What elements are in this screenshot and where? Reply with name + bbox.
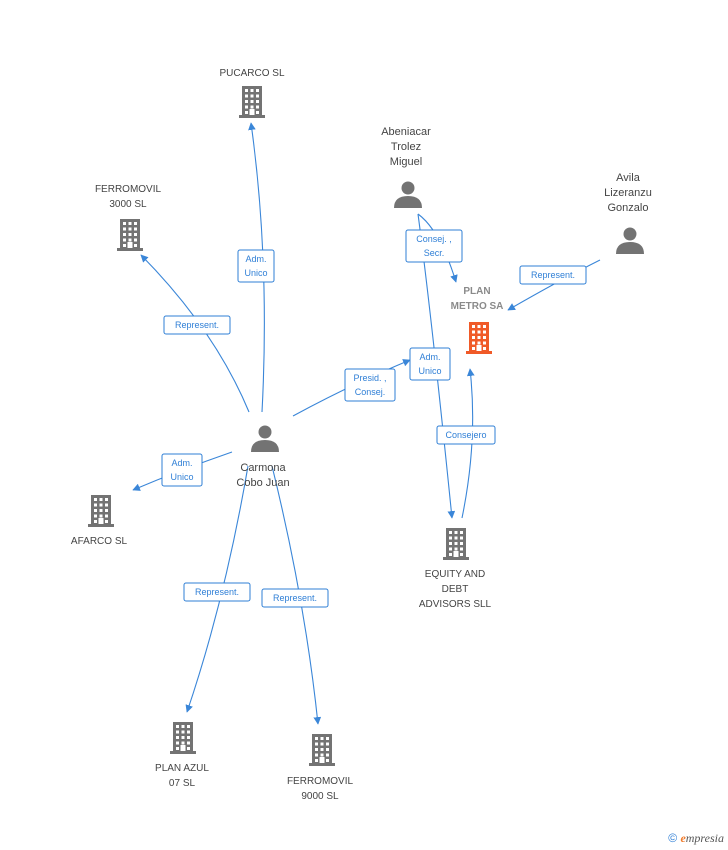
relation-box	[161, 453, 203, 487]
relation-text: Adm.	[245, 254, 266, 264]
relation-label[interactable]: Presid. , Consej.	[344, 368, 396, 402]
relation-text: Unico	[244, 268, 267, 278]
building-icon	[170, 722, 196, 754]
relation-label[interactable]: Adm. Unico	[409, 347, 451, 381]
node-label: 9000 SL	[301, 791, 339, 802]
node-label: FERROMOVIL	[95, 184, 162, 195]
brand-name: mpresia	[685, 831, 724, 845]
relation-text: Consej. ,	[416, 234, 452, 244]
node-label: AFARCO SL	[71, 536, 128, 547]
relation-text: Adm.	[419, 352, 440, 362]
node-label: PLAN AZUL	[155, 763, 209, 774]
relation-text: Secr.	[424, 248, 445, 258]
relation-text: Adm.	[171, 458, 192, 468]
node-label: Avila	[616, 172, 641, 184]
relation-box	[405, 229, 463, 263]
footer-brand[interactable]: © empresia	[668, 831, 724, 846]
relation-box	[519, 265, 587, 285]
node-pucarco[interactable]: PUCARCO SL	[219, 68, 285, 118]
relation-box	[163, 315, 231, 335]
relation-box	[436, 425, 496, 445]
building-icon	[443, 528, 469, 560]
node-planmetro[interactable]: PLAN METRO SA	[451, 286, 504, 354]
node-label: Cobo Juan	[236, 477, 289, 489]
node-equity[interactable]: EQUITY AND DEBT ADVISORS SLL	[419, 528, 492, 610]
relation-text: Represent.	[175, 320, 219, 330]
relation-box	[344, 368, 396, 402]
relation-text: Represent.	[531, 270, 575, 280]
relation-box	[261, 588, 329, 608]
node-afarco[interactable]: AFARCO SL	[71, 495, 128, 547]
node-label: DEBT	[442, 584, 469, 595]
node-label: EQUITY AND	[425, 569, 485, 580]
relation-label[interactable]: Adm. Unico	[161, 453, 203, 487]
node-label: ADVISORS SLL	[419, 599, 492, 610]
relation-box	[237, 249, 275, 283]
node-label: 07 SL	[169, 778, 196, 789]
building-icon	[466, 322, 492, 354]
relation-label[interactable]: Represent.	[261, 588, 329, 608]
relation-text: Consejero	[445, 430, 486, 440]
relation-label[interactable]: Represent.	[183, 582, 251, 602]
node-label: Gonzalo	[608, 202, 649, 214]
relation-text: Represent.	[195, 587, 239, 597]
relation-label[interactable]: Consej. , Secr.	[405, 229, 463, 263]
relation-text: Consej.	[355, 387, 386, 397]
relation-text: Presid. ,	[353, 373, 386, 383]
node-label: Abeniacar	[381, 126, 431, 138]
building-icon	[88, 495, 114, 527]
relation-label[interactable]: Represent.	[519, 265, 587, 285]
person-icon	[394, 181, 422, 208]
building-icon	[239, 86, 265, 118]
node-label: Trolez	[391, 141, 421, 153]
relation-label[interactable]: Represent.	[163, 315, 231, 335]
node-label: 3000 SL	[109, 199, 147, 210]
edges-layer	[132, 122, 601, 725]
building-icon	[309, 734, 335, 766]
node-label: Carmona	[240, 462, 286, 474]
relation-box	[183, 582, 251, 602]
node-label: PUCARCO SL	[219, 68, 284, 79]
node-label: METRO SA	[451, 301, 504, 312]
node-label: FERROMOVIL	[287, 776, 354, 787]
relation-label[interactable]: Consejero	[436, 425, 496, 445]
building-icon	[117, 219, 143, 251]
node-ferromovil3000[interactable]: FERROMOVIL 3000 SL	[95, 184, 162, 251]
person-icon	[251, 425, 279, 452]
relation-text: Unico	[170, 472, 193, 482]
relation-box	[409, 347, 451, 381]
relation-text: Represent.	[273, 593, 317, 603]
person-icon	[616, 227, 644, 254]
nodes-layer: PUCARCO SL FERROMOVIL 3000 SL AbeniacarTrol…	[71, 68, 652, 802]
brand-initial: e	[680, 831, 686, 845]
relation-text: Unico	[418, 366, 441, 376]
node-ferromovil9000[interactable]: FERROMOVIL 9000 SL	[287, 734, 354, 802]
node-label: PLAN	[463, 286, 490, 297]
copyright-symbol: ©	[668, 831, 678, 845]
node-label: Miguel	[390, 156, 422, 168]
relation-label[interactable]: Adm. Unico	[237, 249, 275, 283]
node-label: Lizeranzu	[604, 187, 652, 199]
node-planazul[interactable]: PLAN AZUL 07 SL	[155, 722, 209, 789]
